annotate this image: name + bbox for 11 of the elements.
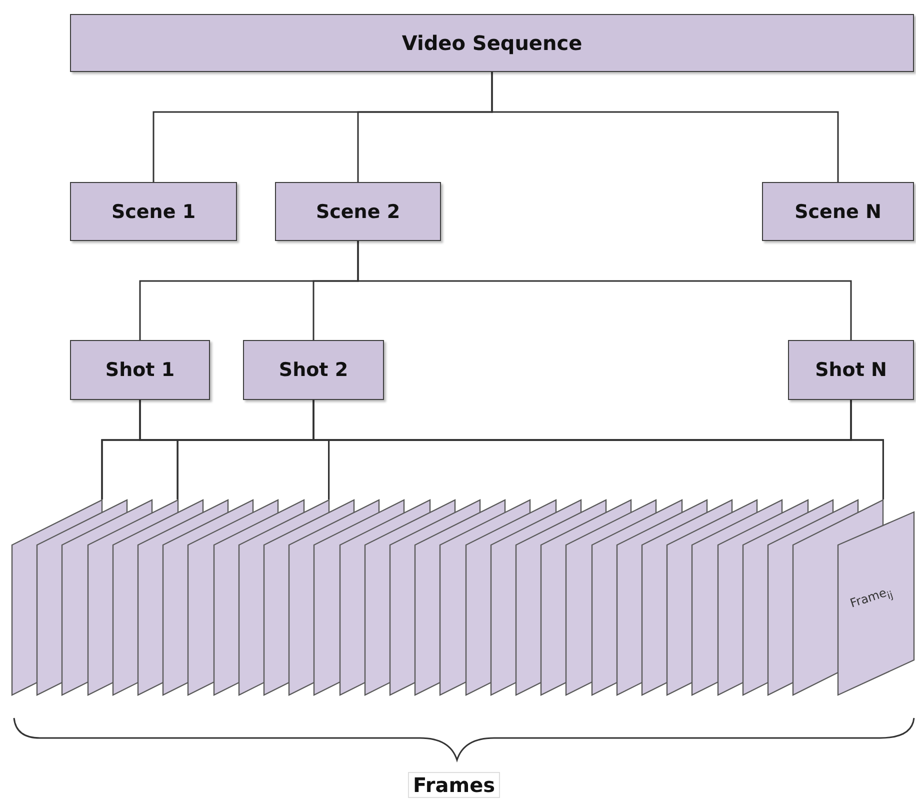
hierarchy-box: Scene 1 bbox=[70, 182, 237, 241]
hierarchy-box: Scene 2 bbox=[275, 182, 441, 241]
connector-line bbox=[491, 72, 839, 182]
hierarchy-box: Shot 1 bbox=[70, 340, 210, 400]
hierarchy-box: Shot 2 bbox=[243, 340, 384, 400]
hierarchy-box: Shot N bbox=[788, 340, 914, 400]
hierarchy-box: Scene N bbox=[762, 182, 914, 241]
frames-caption: Frames bbox=[408, 772, 500, 798]
connector-line bbox=[357, 241, 852, 340]
connector-line bbox=[850, 400, 884, 500]
hierarchy-box: Video Sequence bbox=[70, 14, 914, 72]
